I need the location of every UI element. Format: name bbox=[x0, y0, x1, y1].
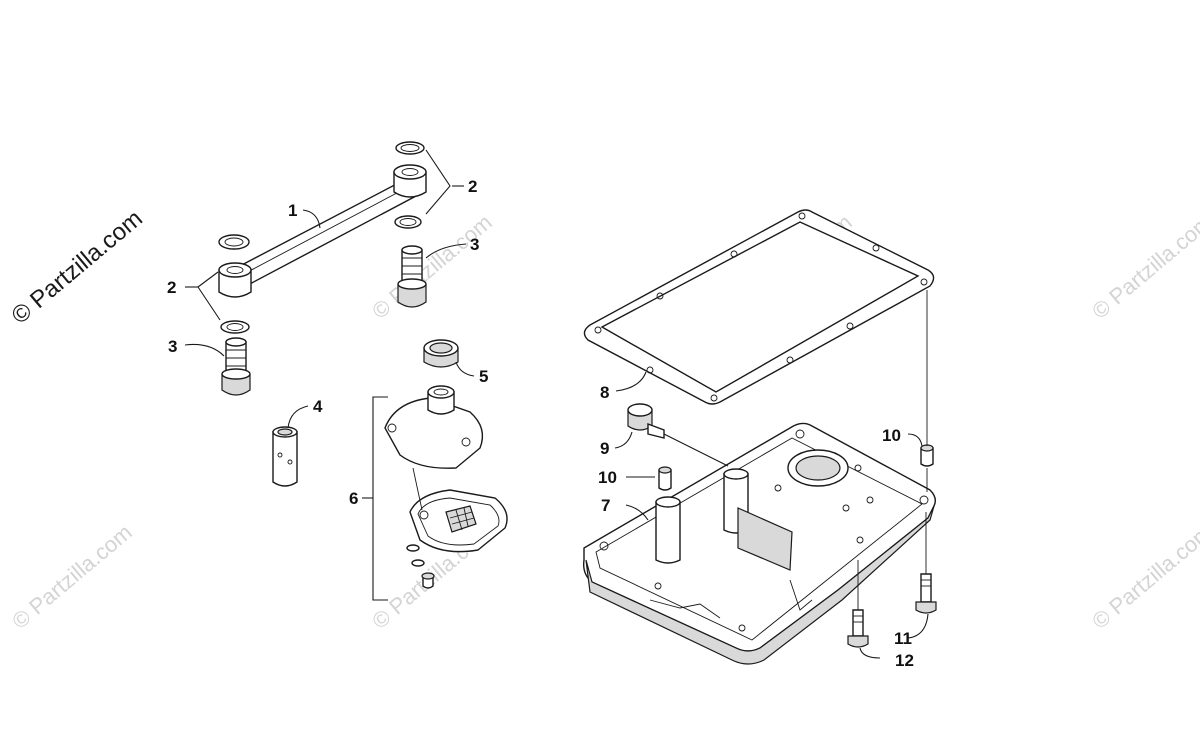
callout-2-right: 2 bbox=[468, 177, 477, 196]
callouts: 1 2 2 3 3 4 5 6 7 8 9 10 10 11 12 bbox=[167, 177, 914, 670]
callout-10-center: 10 bbox=[598, 468, 617, 487]
part-3-bolt-left bbox=[221, 337, 251, 396]
part-6-oil-strainer bbox=[384, 385, 508, 589]
callout-11: 11 bbox=[894, 629, 912, 648]
watermark-main: © Partzilla.com bbox=[7, 205, 148, 330]
callout-3-left: 3 bbox=[168, 337, 177, 356]
part-7-oil-pan bbox=[582, 422, 937, 665]
part-4-relief-valve bbox=[272, 426, 298, 487]
part-8-gasket bbox=[583, 209, 935, 405]
part-10-dowel-pin-right bbox=[920, 290, 934, 492]
watermark-repeat: © Partzilla.com bbox=[1087, 209, 1200, 323]
callout-3-right: 3 bbox=[470, 235, 479, 254]
part-12-bolt bbox=[847, 560, 869, 648]
callout-8: 8 bbox=[600, 383, 609, 402]
watermark-repeat: © Partzilla.com bbox=[1087, 519, 1200, 633]
callout-10-right: 10 bbox=[882, 426, 901, 445]
callout-1: 1 bbox=[288, 201, 297, 220]
watermark-repeat: © Partzilla.com bbox=[7, 519, 137, 633]
callout-5: 5 bbox=[479, 367, 488, 386]
callout-2-left: 2 bbox=[167, 278, 176, 297]
part-9-drain-plug bbox=[627, 403, 729, 467]
part-10-dowel-pin-center bbox=[658, 466, 672, 491]
part-1-oil-pipe bbox=[235, 177, 417, 287]
part-5-plug bbox=[423, 339, 459, 368]
callout-9: 9 bbox=[600, 439, 609, 458]
watermark-repeat: © Partzilla.com bbox=[367, 209, 497, 323]
part-11-bolt bbox=[915, 512, 937, 614]
callout-6: 6 bbox=[349, 489, 358, 508]
part-2-o-rings bbox=[218, 141, 427, 334]
callout-12: 12 bbox=[895, 651, 914, 670]
callout-4: 4 bbox=[313, 397, 323, 416]
callout-7: 7 bbox=[601, 496, 610, 515]
part-3-bolt-right bbox=[397, 245, 427, 308]
leader-lines bbox=[184, 149, 929, 659]
